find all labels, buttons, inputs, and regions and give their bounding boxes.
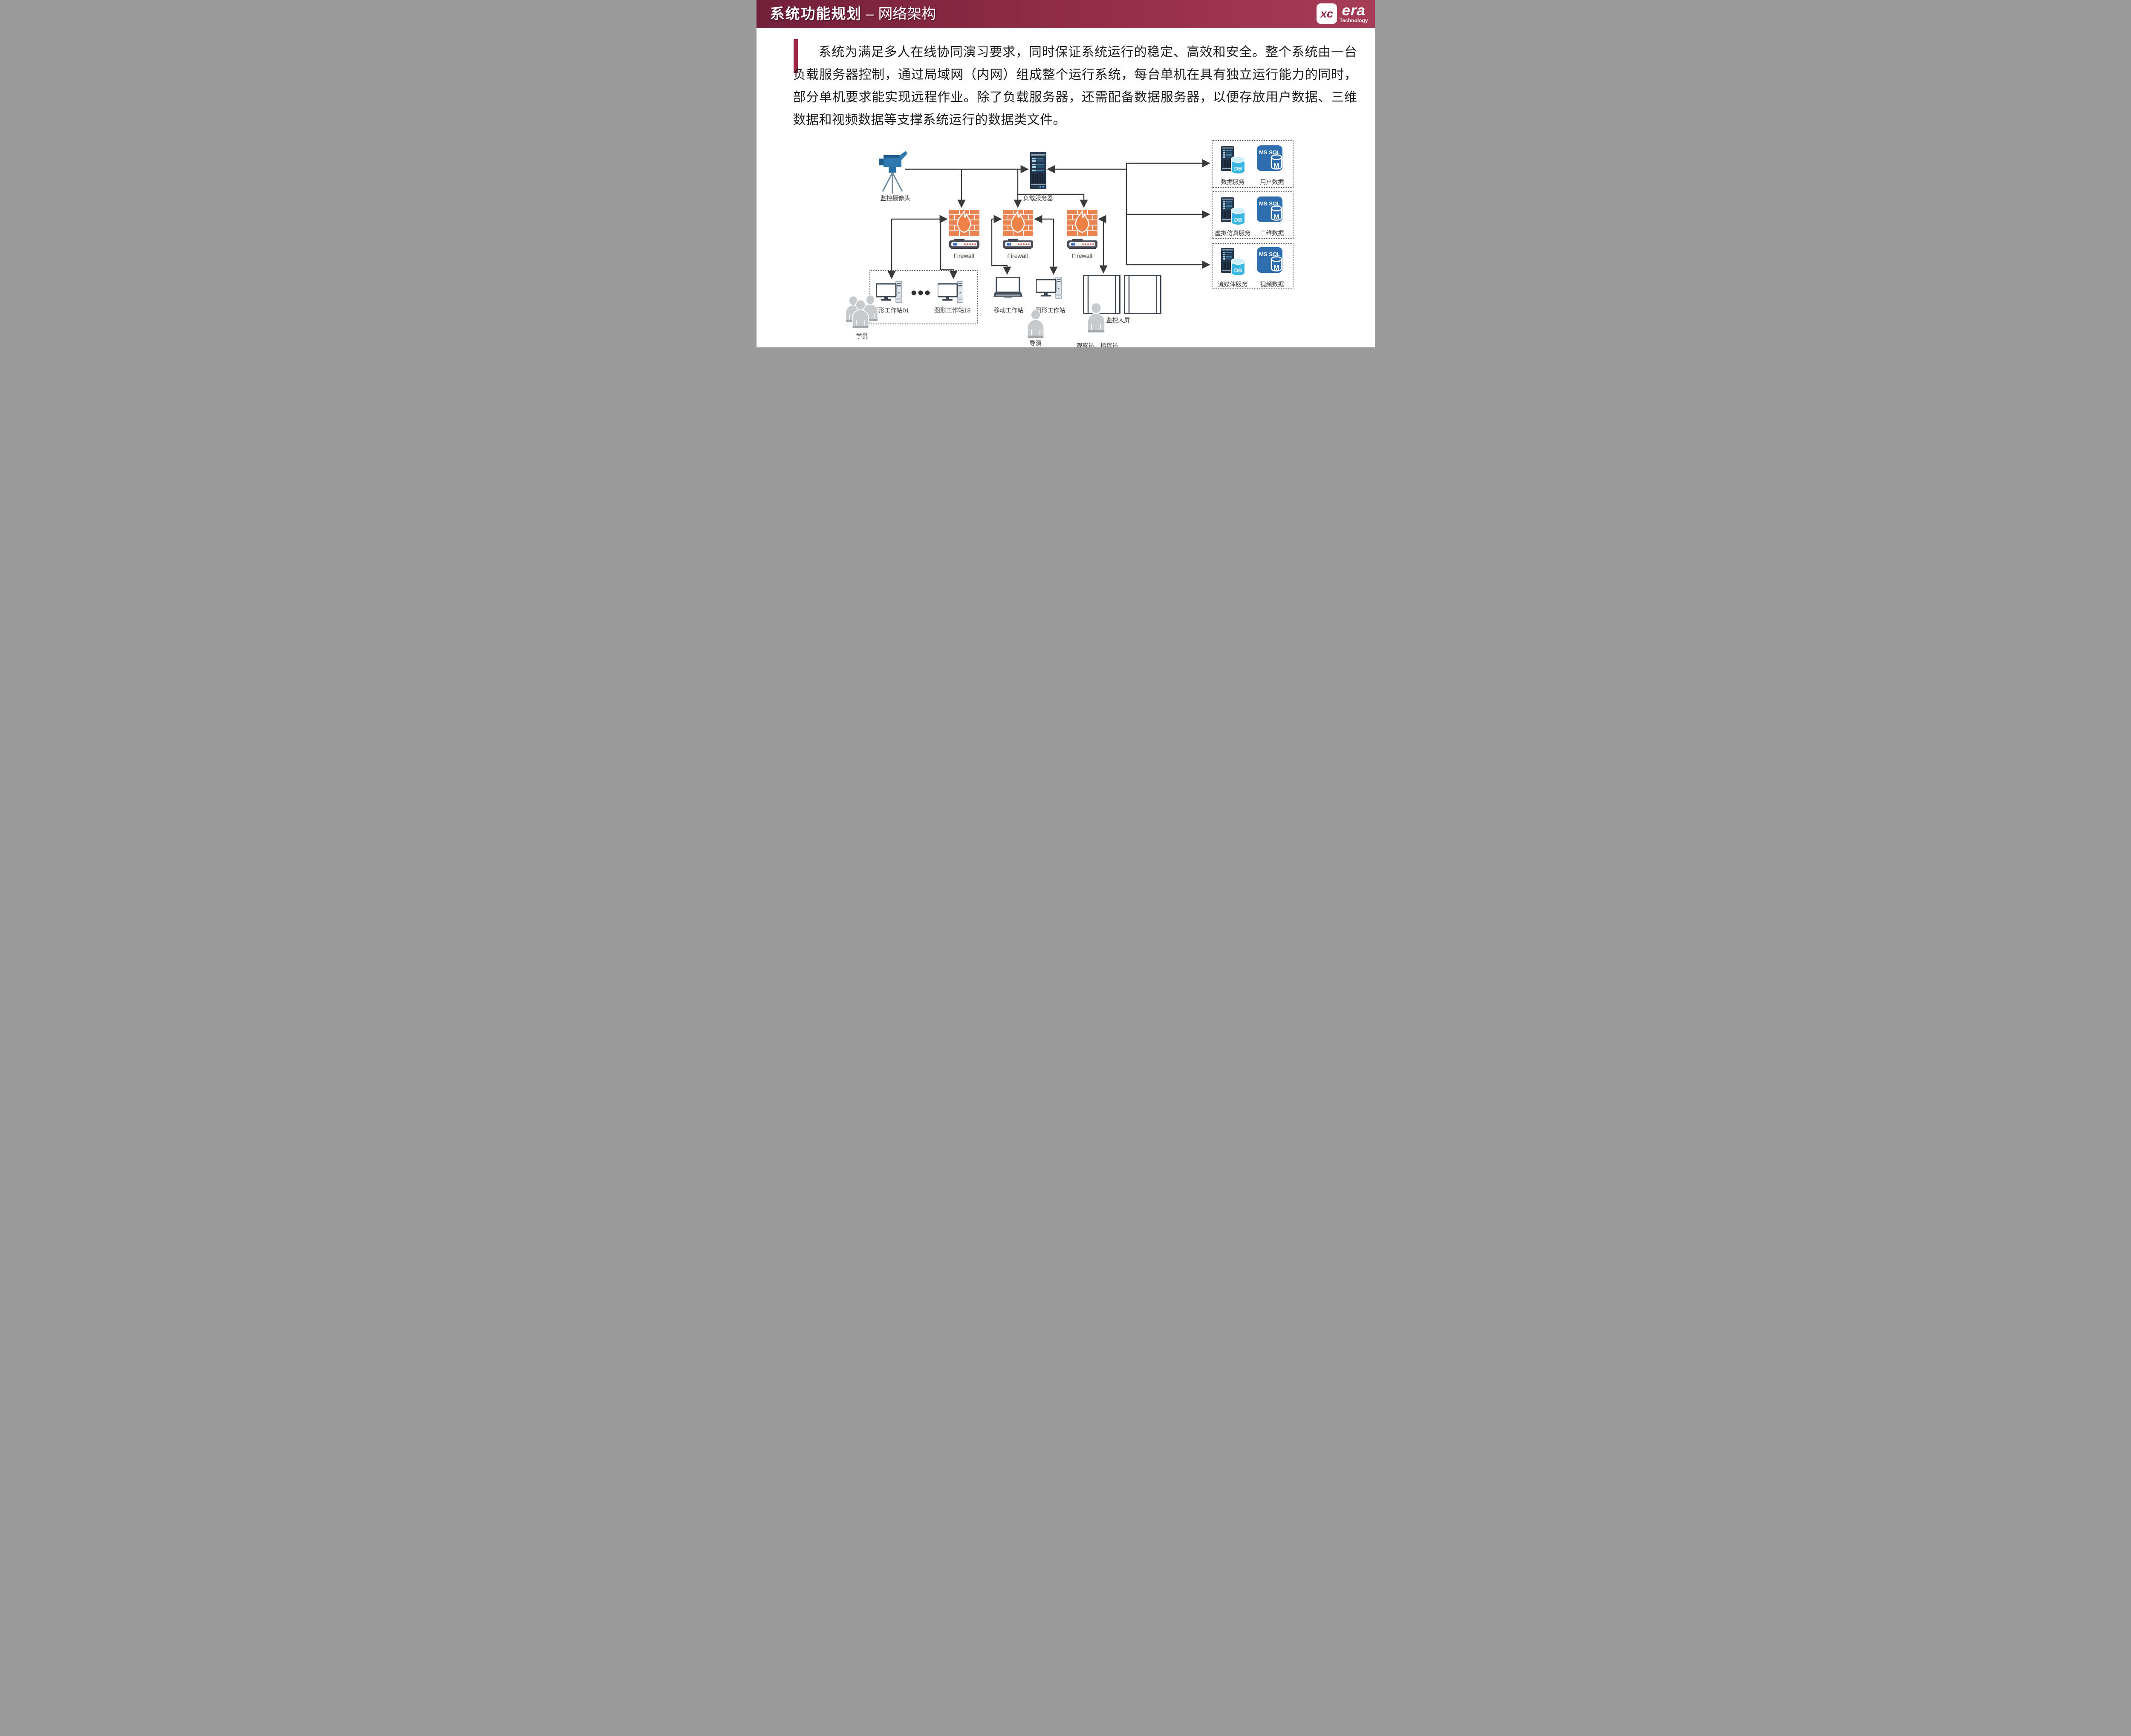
body-paragraph: 系统为满足多人在线协同演习要求，同时保证系统运行的稳定、高效和安全。整个系统由一… [793,45,1357,127]
student-person-front-icon [851,300,870,329]
firewall-1-label: Firewall [953,252,974,259]
firewall-1-brick-icon [949,210,979,236]
observer-person-icon [1086,303,1106,333]
monitor-wall-label: 监控大屏 [1106,317,1130,324]
firewall-3-brick-icon [1067,210,1097,236]
load-server-icon [1030,152,1046,189]
mssql-m-text: M [1273,214,1279,221]
workstation-18-icon [938,281,963,304]
media-service-box [1211,243,1294,289]
accent-bar [793,39,798,73]
monitor-wall-panel-2-icon [1124,275,1161,314]
presentation-slide: 系统功能规划 – 网络架构 xc era Technology 系统为满足多人在… [756,0,1375,347]
firewall-3-router-icon [1067,239,1097,249]
mobile-workstation-label: 移动工作站 [993,307,1024,314]
graphic-workstation-label: 图形工作站 [1035,307,1066,314]
video-data-label: 视频数据 [1260,281,1284,288]
video-data-mssql-icon: MS SQL M [1257,247,1285,274]
firewall-3-label: Firewall [1071,252,1092,259]
header-bar: 系统功能规划 – 网络架构 xc era Technology [756,0,1375,28]
logo-subtitle: Technology [1340,17,1368,23]
mssql-m-text: M [1273,264,1279,272]
firewall-2-brick-icon [1003,210,1033,236]
graphic-workstation-icon [1036,277,1062,300]
db-text: DB [1234,165,1242,172]
simulation-service-db-icon: DB [1230,208,1246,225]
company-logo: xc era Technology [1317,3,1368,24]
observer-label: 观察员、指挥员 [1076,342,1118,347]
three-d-data-mssql-icon: MS SQL M [1257,196,1285,224]
mobile-workstation-icon [993,277,1022,303]
camera-label: 监控摄像头 [880,195,910,202]
workstation-01-icon [876,281,902,304]
db-text: DB [1234,267,1242,274]
workstation-18-label: 图形工作站18 [934,307,971,314]
director-person-icon [1026,309,1045,338]
mssql-text: MS SQL [1259,200,1280,207]
user-data-label: 用户数据 [1260,179,1284,185]
simulation-service-label: 虚拟仿真服务 [1215,230,1251,237]
logo-xc-mark: xc [1317,3,1337,24]
load-server-label: 负载服务器 [1023,195,1053,202]
db-text: DB [1234,217,1242,223]
director-label: 导演 [1029,340,1042,347]
page-title-main: 系统功能规划 [770,6,862,22]
ellipsis-dots-icon [911,290,930,295]
media-service-label: 流媒体服务 [1218,281,1248,288]
media-service-db-icon: DB [1230,258,1246,276]
page-title: 系统功能规划 – 网络架构 [770,4,936,24]
three-d-data-label: 三维数据 [1260,230,1284,237]
surveillance-camera-icon [878,150,907,196]
mssql-m-text: M [1273,162,1279,170]
mssql-text: MS SQL [1259,251,1280,257]
simulation-service-box [1211,191,1294,239]
firewall-2-label: Firewall [1007,252,1028,259]
page-title-separator: – [862,6,878,22]
page-title-sub: 网络架构 [878,6,936,22]
data-service-label: 数据服务 [1221,179,1245,185]
mssql-text: MS SQL [1259,149,1280,156]
user-data-mssql-icon: MS SQL M [1257,145,1285,173]
firewall-2-router-icon [1003,239,1033,249]
data-service-box [1211,140,1294,188]
data-service-db-icon: DB [1230,156,1246,174]
firewall-1-router-icon [949,239,979,249]
workstation-01-label: 图形工作站01 [872,307,910,314]
students-label: 学员 [856,333,868,340]
network-diagram: 监控摄像头 负载服务器 Firewall Firewall Firewall 图… [757,0,1375,347]
logo-era-text: era [1342,2,1366,19]
